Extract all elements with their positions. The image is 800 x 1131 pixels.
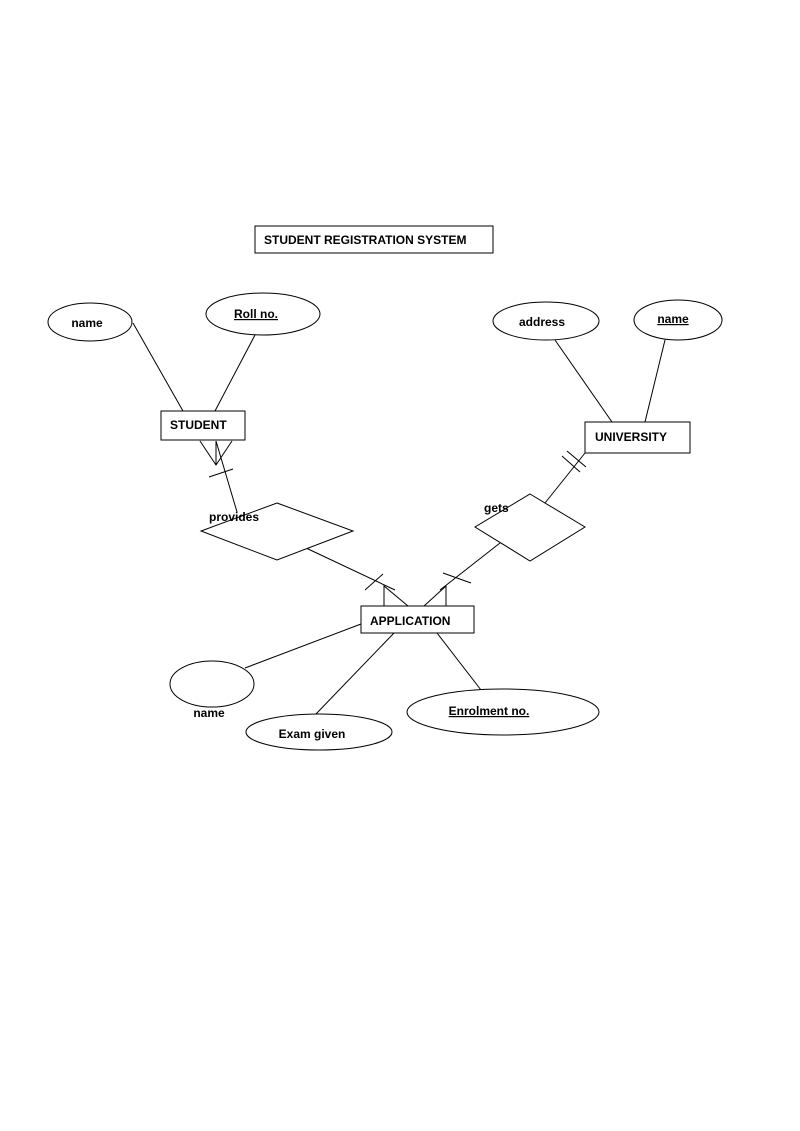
title-text: STUDENT REGISTRATION SYSTEM bbox=[264, 233, 466, 247]
connectors bbox=[132, 322, 666, 716]
entity-application: APPLICATION bbox=[360, 605, 475, 634]
title-box bbox=[254, 225, 494, 254]
student-box bbox=[160, 410, 246, 441]
application-right-crows-foot bbox=[423, 584, 447, 607]
university-box bbox=[584, 421, 691, 454]
application-left-bar bbox=[364, 573, 384, 591]
application-right-bar bbox=[442, 572, 472, 584]
student-name-ellipse bbox=[47, 302, 133, 342]
application-name-link bbox=[244, 623, 362, 669]
student-one-bar bbox=[208, 468, 234, 478]
relationship-provides: provides bbox=[199, 502, 355, 561]
gets-label: gets bbox=[484, 501, 509, 515]
attribute-student-roll: Roll no. bbox=[205, 292, 321, 336]
application-enrolment-label: Enrolment no. bbox=[449, 704, 530, 718]
university-label: UNIVERSITY bbox=[595, 430, 667, 444]
university-gets-link bbox=[544, 452, 586, 504]
gets-diamond bbox=[474, 493, 586, 562]
entity-university: UNIVERSITY bbox=[584, 421, 691, 454]
student-roll-ellipse bbox=[205, 292, 321, 336]
application-box bbox=[360, 605, 475, 634]
university-address-label: address bbox=[519, 315, 565, 329]
university-name-ellipse bbox=[633, 299, 723, 341]
attribute-university-address: address bbox=[492, 301, 600, 341]
attribute-student-name: name bbox=[47, 302, 133, 342]
student-provides-link bbox=[215, 440, 238, 513]
university-address-ellipse bbox=[492, 301, 600, 341]
attribute-application-name: name bbox=[169, 660, 255, 720]
application-exam-link bbox=[314, 632, 395, 716]
provides-application-link bbox=[305, 547, 396, 591]
application-name-ellipse bbox=[169, 660, 255, 708]
gets-application-link bbox=[439, 542, 501, 591]
application-exam-label: Exam given bbox=[279, 727, 346, 741]
cardinality-marks bbox=[199, 440, 587, 607]
application-enrolment-ellipse bbox=[406, 688, 600, 736]
student-name-link bbox=[132, 322, 184, 412]
provides-diamond bbox=[199, 502, 355, 561]
university-bar-1 bbox=[561, 455, 581, 473]
attribute-university-name: name bbox=[633, 299, 723, 341]
student-name-label: name bbox=[71, 316, 103, 330]
application-label: APPLICATION bbox=[370, 614, 450, 628]
application-left-crows-foot bbox=[383, 584, 409, 607]
provides-label: provides bbox=[209, 510, 259, 524]
attribute-application-enrolment: Enrolment no. bbox=[406, 688, 600, 736]
attribute-application-exam: Exam given bbox=[245, 713, 393, 751]
student-label: STUDENT bbox=[170, 418, 227, 432]
university-bar-2 bbox=[566, 450, 587, 468]
diagram-title: STUDENT REGISTRATION SYSTEM bbox=[254, 225, 494, 254]
university-address-link bbox=[554, 339, 613, 423]
entity-student: STUDENT bbox=[160, 410, 246, 441]
relationship-gets: gets bbox=[474, 493, 586, 562]
student-roll-link bbox=[214, 334, 256, 412]
student-roll-label: Roll no. bbox=[234, 307, 278, 321]
application-exam-ellipse bbox=[245, 713, 393, 751]
university-name-label: name bbox=[657, 312, 689, 326]
university-name-link bbox=[644, 339, 666, 423]
application-enrolment-link bbox=[436, 632, 482, 691]
application-name-label: name bbox=[193, 706, 225, 720]
